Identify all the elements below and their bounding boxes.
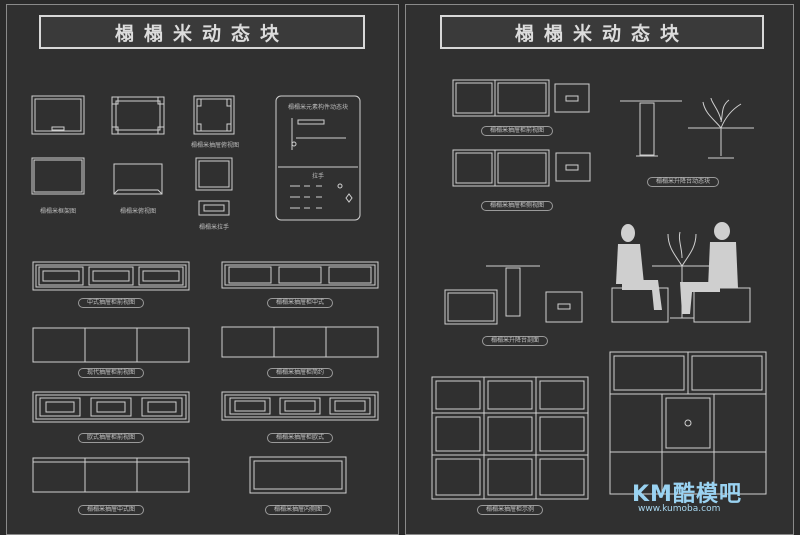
tatami-frame-panel-1 xyxy=(31,95,85,135)
bench-boxes xyxy=(611,287,751,323)
tatami-top-panel-2 xyxy=(113,163,163,195)
pill-cn-inner: 榻榻米抽屉中式图 xyxy=(77,505,145,515)
right-sheet-title: 榻榻米动态块 xyxy=(440,15,764,49)
cn-inner-cabinet xyxy=(32,457,190,493)
modern-cabinet-front xyxy=(32,327,190,363)
seated-people-figures xyxy=(616,222,738,314)
tatami-frame-panel-2 xyxy=(111,96,165,135)
pill-cabinet-example: 榻榻米抽屉柜示例 xyxy=(476,505,544,515)
label-handle-cn: 拉手 xyxy=(311,173,325,180)
dynamic-block-card xyxy=(275,95,361,221)
pill-modern-alt: 榻榻米抽屉柜简约 xyxy=(266,368,334,378)
euro-cabinet-alt xyxy=(221,391,379,421)
inner-cabinet xyxy=(249,456,347,494)
pill-lift-block: 榻榻米升降台动态块 xyxy=(646,177,720,187)
label-handle: 榻榻米拉手 xyxy=(198,224,230,231)
label-top-view: 榻榻米俯视图 xyxy=(119,208,157,215)
pill-cn-style-front: 中式抽屉柜前视图 xyxy=(77,298,145,308)
lift-table-1 xyxy=(620,100,682,157)
watermark: KM酷模吧 www.kumoba.com xyxy=(632,476,742,514)
tatami-frame-panel-3 xyxy=(193,95,235,135)
pill-modern-front: 现代抽屉柜前视图 xyxy=(77,368,145,378)
pill-euro-alt: 榻榻米抽屉柜欧式 xyxy=(266,433,334,443)
drawer-front-view-1 xyxy=(452,79,590,117)
pill-drawer-front: 榻榻米抽屉柜前视图 xyxy=(480,126,554,136)
lift-table-with-plant xyxy=(688,97,754,159)
drawer-front-view-2 xyxy=(452,149,591,187)
pill-lift-side: 榻榻米升降台剖面 xyxy=(481,336,549,346)
left-drawing-sheet: 榻榻米动态块 xyxy=(6,4,399,535)
center-table xyxy=(652,231,712,319)
pill-cn-style-alt: 榻榻米抽屉柜中式 xyxy=(266,298,334,308)
cabinet-grid-left xyxy=(431,376,589,500)
pill-inner: 榻榻米抽屉内侧图 xyxy=(264,505,332,515)
watermark-url: www.kumoba.com xyxy=(638,504,721,514)
cabinet-grid-right xyxy=(609,351,767,495)
label-front-view: 榻榻米抽屉俯视图 xyxy=(190,142,240,149)
label-dynamic-block: 榻榻米元素构件动态块 xyxy=(287,104,349,111)
pill-drawer-front-2: 榻榻米抽屉柜侧视图 xyxy=(480,201,554,211)
modern-cabinet-alt xyxy=(221,326,379,358)
lift-table-side-section xyxy=(444,265,583,325)
tatami-top-panel-3 xyxy=(195,157,233,216)
cn-style-cabinet-alt xyxy=(221,261,379,289)
euro-cabinet-front xyxy=(32,391,190,423)
watermark-brand: KM酷模吧 xyxy=(632,482,742,507)
label-plan-view: 榻榻米框架图 xyxy=(39,208,77,215)
left-sheet-title: 榻榻米动态块 xyxy=(39,15,365,49)
tatami-top-panel-1 xyxy=(31,157,85,195)
cn-style-cabinet-front xyxy=(32,261,190,291)
pill-euro-front: 欧式抽屉柜前视图 xyxy=(77,433,145,443)
